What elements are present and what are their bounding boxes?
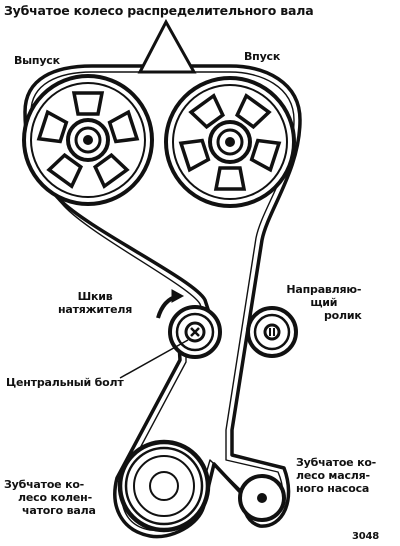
label-tensioner-line-2: натяжителя (58, 303, 133, 316)
tensioner-pulley (168, 305, 222, 359)
label-oil-pump-sprocket: Зубчатое ко- лесо масля- ного насоса (296, 456, 376, 495)
guide-roller (246, 306, 298, 358)
label-guide-line-3: ролик (324, 309, 362, 322)
label-guide-line-1: Направляю- (286, 283, 362, 296)
title-camshaft-sprocket: Зубчатое колесо распределительного вала (4, 3, 314, 18)
top-marker-triangle (137, 18, 197, 74)
label-tensioner-pulley: Шкив натяжителя (58, 290, 132, 316)
label-exhaust: Выпуск (14, 54, 60, 67)
crankshaft-sprocket (117, 439, 211, 533)
rotation-arrow (156, 289, 185, 319)
label-oil-line-1: Зубчатое ко- (296, 456, 377, 469)
center-bolt-leader (119, 339, 189, 379)
figure-code: 3048 (352, 531, 380, 542)
label-intake: Впуск (244, 50, 281, 63)
label-crank-line-3: чатого вала (22, 504, 96, 517)
camshaft-sprocket-intake (164, 76, 296, 208)
oil-pump-sprocket (238, 474, 286, 522)
label-oil-line-3: ного насоса (296, 482, 370, 495)
camshaft-sprocket-exhaust (22, 74, 154, 206)
label-guide-line-2: щий (310, 296, 338, 309)
label-crankshaft-sprocket: Зубчатое ко- лесо колен- чатого вала (4, 478, 96, 517)
label-oil-line-2: лесо масля- (296, 469, 370, 482)
label-crank-line-1: Зубчатое ко- (4, 478, 85, 491)
label-guide-roller: Направляю- щий ролик (286, 283, 362, 322)
label-tensioner-line-1: Шкив (77, 290, 113, 303)
label-center-bolt: Центральный болт (6, 376, 124, 389)
label-crank-line-2: лесо колен- (18, 491, 92, 504)
